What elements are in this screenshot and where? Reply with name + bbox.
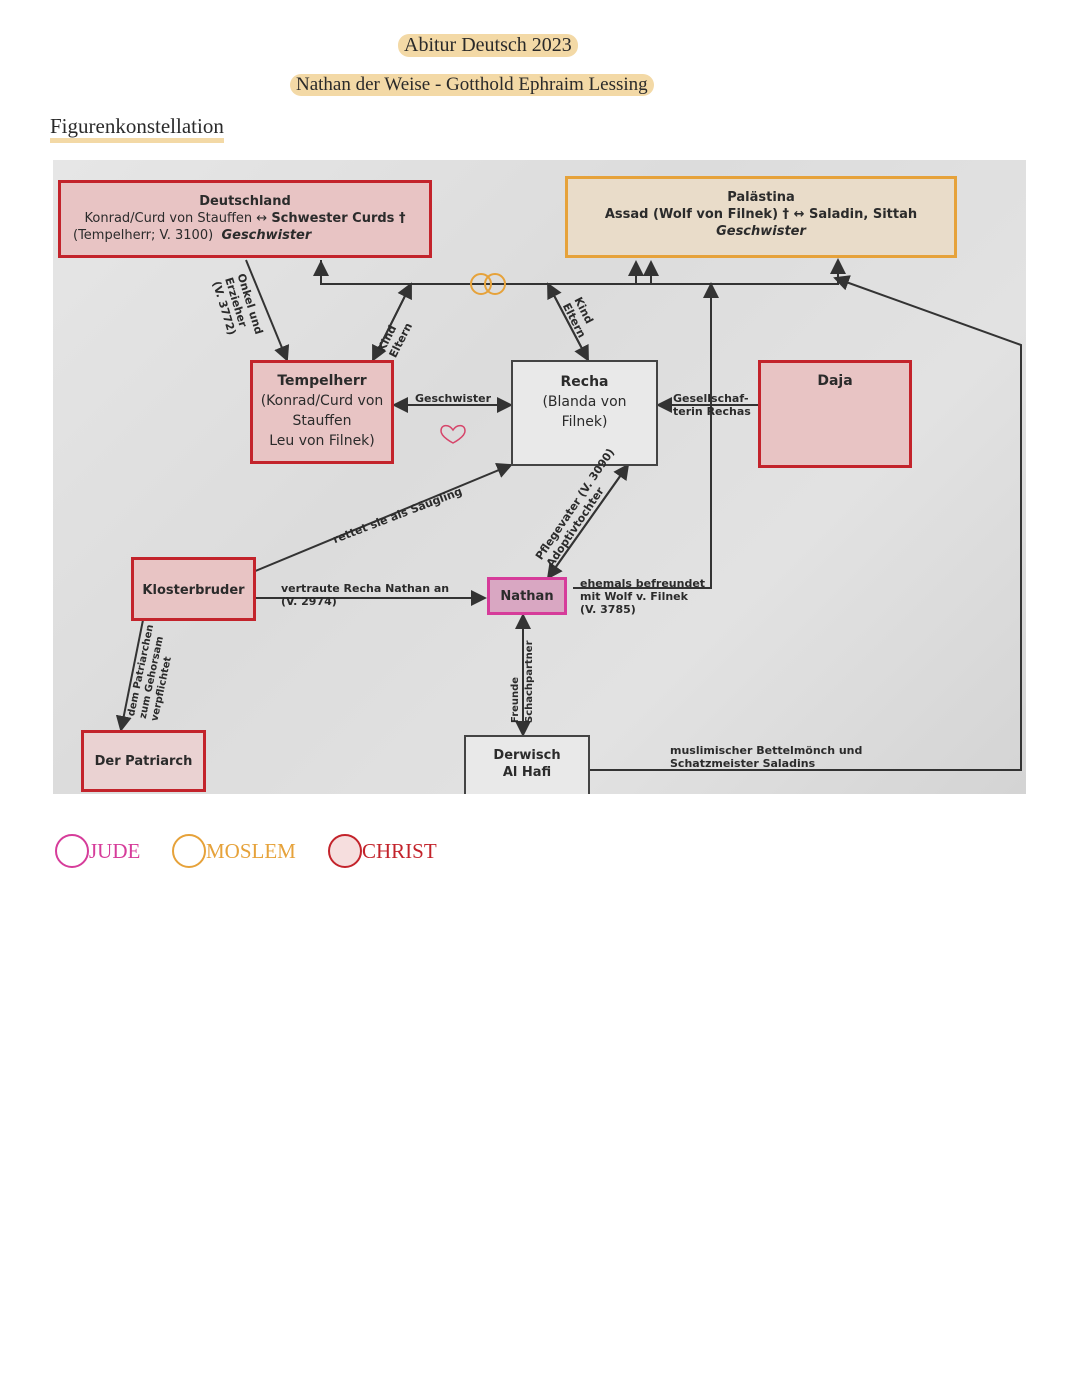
node-derwisch: Derwisch Al Hafi — [464, 735, 590, 794]
ring-right — [484, 273, 506, 295]
heart-icon — [440, 424, 466, 444]
diagram-photo: Deutschland Konrad/Curd von Stauffen ↔ S… — [53, 160, 1026, 794]
node-nathan: Nathan — [487, 577, 567, 615]
legend-jude-circle — [55, 834, 89, 868]
section-heading: Figurenkonstellation — [50, 114, 224, 143]
connection-lines — [115, 258, 1022, 771]
node-palaestina: Palästina Assad (Wolf von Filnek) † ↔ Sa… — [565, 176, 957, 258]
legend-moslem-circle — [172, 834, 206, 868]
legend-christ: CHRIST — [328, 834, 437, 868]
node-daja: Daja — [758, 360, 912, 468]
legend-christ-circle — [328, 834, 362, 868]
node-patriarch: Der Patriarch — [81, 730, 206, 792]
patriarchen-arrow — [115, 619, 144, 732]
page-subtitle: Nathan der Weise - Gotthold Ephraim Less… — [290, 74, 654, 96]
page-title: Abitur Deutsch 2023 — [398, 34, 578, 57]
derwisch-line — [588, 275, 1022, 771]
node-deutschland: Deutschland Konrad/Curd von Stauffen ↔ S… — [58, 180, 432, 258]
node-klosterbruder: Klosterbruder — [131, 557, 256, 621]
legend-moslem: MOSLEM — [172, 834, 296, 868]
label-vertraute: vertraute Recha Nathan an(V. 2974) — [281, 582, 450, 608]
befreundet-line — [573, 282, 719, 589]
node-tempelherr: Tempelherr (Konrad/Curd von Stauffen Leu… — [250, 360, 394, 464]
rettet-arrow — [252, 462, 513, 573]
label-gesellschafterin: Gesellschaf-terin Rechas — [673, 392, 751, 418]
legend-jude: JUDE — [55, 834, 140, 868]
node-recha: Recha (Blanda von Filnek) — [511, 360, 658, 466]
ring-left — [470, 273, 492, 295]
onkel-arrow — [245, 259, 290, 362]
family-line — [320, 258, 846, 285]
label-geschwister: Geschwister — [415, 392, 492, 405]
